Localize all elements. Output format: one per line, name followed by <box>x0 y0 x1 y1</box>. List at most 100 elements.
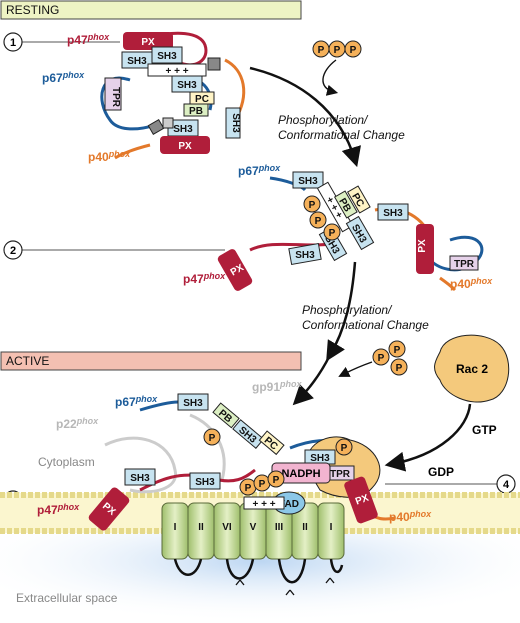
svg-text:II: II <box>198 522 204 533</box>
svg-text:SH3: SH3 <box>195 477 215 488</box>
p40-px-domain <box>160 136 210 154</box>
svg-text:PX: PX <box>141 37 155 48</box>
svg-text:SH3: SH3 <box>127 56 147 67</box>
p67-tpr-domain <box>104 77 122 111</box>
p47-px-domain-active <box>88 487 130 531</box>
active-banner-label: ACTIVE <box>6 354 49 368</box>
p47-label-2: p47phox <box>183 271 226 286</box>
p67-tpr-domain-2 <box>449 255 479 271</box>
transition-arrow-2 <box>326 261 357 362</box>
svg-text:P: P <box>378 353 385 364</box>
step-label-2: 2 <box>10 245 16 257</box>
p40-sh3-domain-2 <box>377 203 409 221</box>
svg-text:SH3: SH3 <box>298 176 318 187</box>
svg-text:P: P <box>245 483 252 494</box>
svg-text:PX: PX <box>417 239 428 253</box>
p40-px-domain-active <box>344 476 378 524</box>
step-marker-2: 2 <box>3 240 225 260</box>
rac2-blob: Rac 2 <box>434 334 510 403</box>
p47-label-1: p47phox <box>67 32 110 47</box>
process-label-2b: Conformational Change <box>302 318 429 332</box>
svg-text:P: P <box>259 479 266 490</box>
svg-text:SH3: SH3 <box>295 250 315 261</box>
gp91-helices: I II VI V III II I <box>161 502 345 560</box>
svg-text:FAD: FAD <box>279 499 299 510</box>
p40-px-domain-2 <box>416 224 434 274</box>
p47-sh3-domain-2 <box>288 242 322 266</box>
p40-sh3-domain <box>225 107 241 139</box>
svg-text:I: I <box>330 522 333 533</box>
svg-text:PB: PB <box>189 106 203 117</box>
process-label-1a: Phosphorylation/ <box>278 113 369 127</box>
step-label-4: 4 <box>503 479 510 491</box>
resting-banner-label: RESTING <box>6 3 59 17</box>
svg-text:P: P <box>341 443 348 454</box>
gp91-label: gp91phox <box>252 379 303 394</box>
svg-text:I: I <box>174 522 177 533</box>
gdp-label: GDP <box>428 465 454 479</box>
p67-sh3-domain <box>171 75 203 93</box>
active-complex: SH3 PB SH3 PC P SH3 SH3 PX P SH3 TPR PX … <box>37 393 432 531</box>
step-label-1: 1 <box>10 37 16 49</box>
svg-text:SH3: SH3 <box>130 473 150 484</box>
active-banner: ACTIVE <box>0 351 302 371</box>
rac-arrow <box>384 403 472 472</box>
svg-text:P: P <box>334 45 341 56</box>
transition-arrow-1 <box>249 66 361 168</box>
p47-px-domain-2 <box>217 249 253 291</box>
svg-text:P: P <box>273 475 280 486</box>
svg-text:P: P <box>394 345 401 356</box>
p67-label-3: p67phox <box>115 394 158 409</box>
svg-text:SH3: SH3 <box>177 80 197 91</box>
phosphate-group-mid: P P P <box>372 340 408 376</box>
svg-text:P: P <box>396 363 403 374</box>
svg-text:V: V <box>250 522 257 533</box>
svg-text:PC: PC <box>195 94 209 105</box>
svg-text:+ + +: + + + <box>252 499 275 510</box>
svg-text:III: III <box>275 522 284 533</box>
svg-text:TPR: TPR <box>454 259 475 270</box>
svg-text:SH3: SH3 <box>310 453 330 464</box>
p67-label-2: p67phox <box>238 163 281 178</box>
gtp-label: GTP <box>472 423 497 437</box>
process-label-2a: Phosphorylation/ <box>302 303 393 317</box>
svg-text:SH3: SH3 <box>183 398 203 409</box>
process-label-1b: Conformational Change <box>278 128 405 142</box>
svg-text:SH3: SH3 <box>157 51 177 62</box>
p67-sh3-domain-2 <box>292 171 324 189</box>
p40-label-1: p40phox <box>88 149 131 164</box>
svg-text:SH3: SH3 <box>230 113 241 133</box>
svg-text:+ + +: + + + <box>165 66 188 77</box>
svg-text:VI: VI <box>222 522 232 533</box>
svg-text:NADPH: NADPH <box>281 468 320 480</box>
step-marker-1: 1 <box>3 32 120 52</box>
svg-text:SH3: SH3 <box>383 208 403 219</box>
phosphate-group-top: P P P <box>312 40 362 58</box>
p67-label-1: p67phox <box>42 70 85 85</box>
svg-text:P: P <box>209 433 216 444</box>
svg-text:PX: PX <box>354 493 371 508</box>
p22-label: p22phox <box>56 416 99 431</box>
p47-phospho-site <box>207 57 221 71</box>
svg-text:TPR: TPR <box>330 469 351 480</box>
svg-text:P: P <box>315 216 322 227</box>
p47-sh3-domain-b <box>151 46 183 64</box>
svg-text:II: II <box>302 522 308 533</box>
resting-complex: PX SH3 SH3 + + + SH3 TPR PC PB SH3 SH3 P… <box>42 31 246 164</box>
resting-banner: RESTING <box>0 0 302 20</box>
phosphorylated-complex: SH3 + + + PB PC SH3 SH3 SH3 PX TPR SH3 <box>183 163 493 292</box>
step-marker-4: 4 <box>385 474 516 494</box>
extracellular-label: Extracellular space <box>16 591 118 605</box>
rac2-label: Rac 2 <box>456 362 488 376</box>
svg-text:P: P <box>309 200 316 211</box>
svg-text:P: P <box>318 45 325 56</box>
p67-pb-domain <box>183 103 209 117</box>
cytoplasm-label: Cytoplasm <box>38 455 95 469</box>
p47-px-domain <box>123 32 173 50</box>
p47-label-3: p47phox <box>37 502 80 517</box>
p40-label-2: p40phox <box>450 276 493 291</box>
p40-label-3: p40phox <box>389 509 432 524</box>
svg-text:TPR: TPR <box>110 87 121 108</box>
svg-text:SH3: SH3 <box>173 124 193 135</box>
